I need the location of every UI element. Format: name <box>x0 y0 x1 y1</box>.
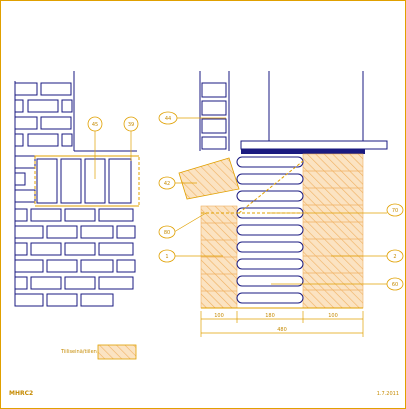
callout-70: 70 <box>267 203 404 217</box>
window-frame <box>240 140 388 154</box>
callout-2: 2 <box>331 249 404 263</box>
callout-39: 39 <box>123 116 139 161</box>
callout-44: 44 <box>158 111 226 125</box>
dim-right: 100 <box>328 313 338 319</box>
callout-45: 45 <box>87 116 103 179</box>
callout-39-label: 39 <box>128 122 134 128</box>
tilted-sill-brick <box>178 157 240 200</box>
callout-60-label: 60 <box>392 282 398 288</box>
legend: Tiiliseinä/tiilen <box>60 344 137 360</box>
callout-70-label: 70 <box>392 208 398 214</box>
insulation-blocks <box>236 156 304 304</box>
callout-1: 1 <box>158 249 223 263</box>
callout-80: 80 <box>158 212 207 239</box>
left-lintel-detail <box>34 155 140 207</box>
dimension-lines <box>200 311 364 337</box>
callout-2-label: 2 <box>393 254 396 260</box>
legend-label: Tiiliseinä/tiilen <box>60 349 97 355</box>
dim-left: 100 <box>214 313 224 319</box>
dim-total: 480 <box>277 327 287 333</box>
left-brick-wall <box>14 71 137 307</box>
callout-45-label: 45 <box>92 122 98 128</box>
callout-42-label: 42 <box>164 181 170 187</box>
dim-mid: 180 <box>265 313 275 319</box>
drawing-date: 1.7.2011 <box>377 391 399 397</box>
drawing-code: MHRC2 <box>9 390 33 397</box>
callout-60: 60 <box>271 277 404 291</box>
hatched-brick-zone <box>200 153 364 309</box>
callout-1-label: 1 <box>165 254 168 260</box>
legend-swatch <box>97 344 137 360</box>
callout-42: 42 <box>158 176 197 190</box>
callout-80-label: 80 <box>164 230 170 236</box>
callout-44-label: 44 <box>165 116 171 122</box>
right-upper-wall <box>199 71 386 151</box>
